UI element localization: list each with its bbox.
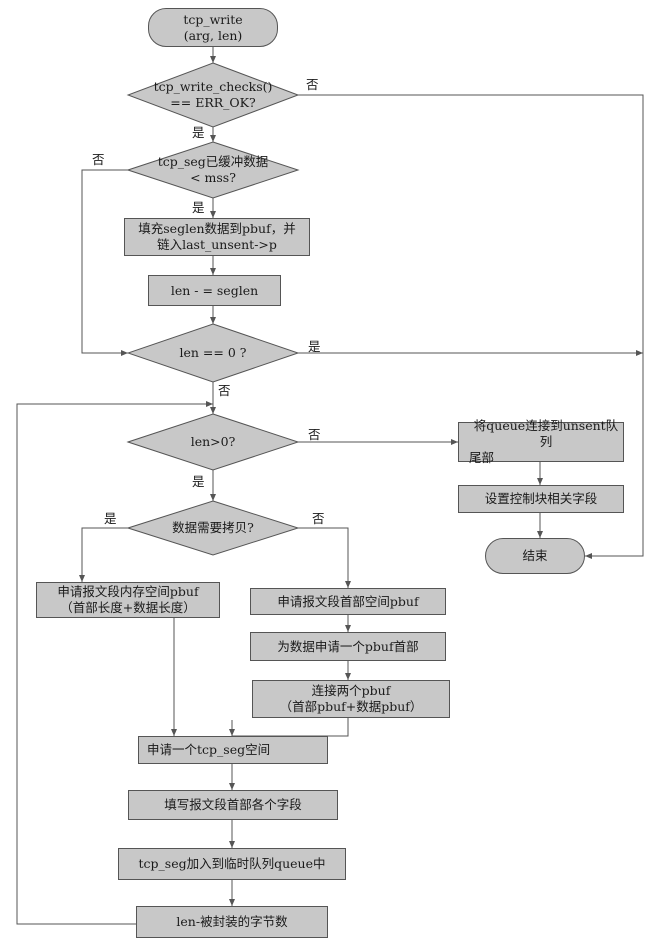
set-fields-line-1: 设置控制块相关字段: [484, 491, 598, 506]
seg-buffered-text: tcp_seg已缓冲数据 < mss?: [138, 153, 288, 187]
alloc-header-line-1: 申请报文段首部空间pbuf: [277, 593, 419, 609]
label-no-check-ok: 否: [306, 77, 319, 92]
alloc-seg-line-1: 申请一个tcp_seg空间: [147, 742, 271, 757]
end-line-1: 结束: [522, 548, 548, 563]
len-minus-seglen-line-1: len - = seglen: [170, 282, 259, 298]
len-minus-bytes-box: len-被封装的字节数: [136, 906, 328, 938]
fill-header-box: 填写报文段首部各个字段: [128, 790, 338, 820]
label-yes-need-copy: 是: [104, 511, 117, 526]
fill-header-line-1: 填写报文段首部各个字段: [164, 797, 302, 812]
len-minus-bytes-line-1: len-被封装的字节数: [176, 914, 288, 929]
concat-pbuf-line-2: （首部pbuf+数据pbuf）: [279, 699, 423, 714]
link-queue-line-2: 尾部: [469, 450, 495, 465]
end-terminal: 结束: [485, 538, 585, 574]
start-terminal: tcp_write (arg, len): [148, 8, 278, 47]
check-ok-line-2: == ERR_OK?: [170, 95, 256, 110]
seg-buffered-line-2: < mss?: [190, 170, 236, 185]
len-gt0-line-1: len>0?: [190, 434, 236, 449]
set-fields-box: 设置控制块相关字段: [458, 485, 624, 513]
alloc-full-line-2: （首部长度+数据长度）: [60, 600, 196, 615]
add-queue-line-1: tcp_seg加入到临时队列queue中: [138, 856, 326, 871]
connector-lines: [16, 47, 644, 925]
len-zero-line-1: len == 0 ?: [179, 345, 247, 360]
start-line-1: tcp_write: [183, 11, 243, 27]
len-zero-text: len == 0 ?: [138, 343, 288, 363]
need-copy-text: 数据需要拷贝?: [138, 518, 288, 538]
add-queue-box: tcp_seg加入到临时队列queue中: [118, 848, 346, 880]
alloc-data-header-box: 为数据申请一个pbuf首部: [250, 632, 446, 661]
fill-seglen-line-2: 链入last_unsent->p: [157, 237, 277, 252]
fill-seglen-box: 填充seglen数据到pbuf，并 链入last_unsent->p: [124, 218, 310, 256]
check-ok-text: tcp_write_checks() == ERR_OK?: [138, 78, 288, 112]
fill-seglen-line-1: 填充seglen数据到pbuf，并: [138, 221, 296, 236]
label-yes-check-ok: 是: [192, 125, 205, 140]
label-yes-len-gt0: 是: [192, 474, 205, 489]
label-yes-seg-buffered: 是: [192, 200, 205, 215]
concat-pbuf-line-1: 连接两个pbuf: [311, 683, 391, 698]
alloc-full-box: 申请报文段内存空间pbuf （首部长度+数据长度）: [36, 582, 220, 618]
decision-diamond-need-copy: [126, 500, 300, 556]
seg-buffered-line-1: tcp_seg已缓冲数据: [157, 154, 269, 169]
label-yes-len-zero: 是: [308, 339, 321, 354]
alloc-header-box: 申请报文段首部空间pbuf: [250, 588, 446, 615]
concat-pbuf-box: 连接两个pbuf （首部pbuf+数据pbuf）: [252, 680, 450, 718]
need-copy-line-1: 数据需要拷贝?: [172, 520, 254, 535]
alloc-full-line-1: 申请报文段内存空间pbuf: [57, 584, 199, 599]
label-no-need-copy: 否: [312, 511, 325, 526]
link-queue-box: 将queue连接到unsent队列 尾部: [458, 418, 624, 465]
check-ok-line-1: tcp_write_checks(): [153, 79, 273, 94]
alloc-data-header-line-1: 为数据申请一个pbuf首部: [277, 638, 419, 654]
len-minus-seglen-box: len - = seglen: [148, 275, 281, 306]
label-no-seg-buffered: 否: [92, 152, 105, 167]
link-queue-line-1: 将queue连接到unsent队列: [473, 418, 619, 449]
alloc-seg-box: 申请一个tcp_seg空间: [138, 736, 328, 764]
len-gt0-text: len>0?: [138, 432, 288, 452]
start-line-2: (arg, len): [183, 27, 243, 43]
label-no-len-gt0: 否: [308, 427, 321, 442]
label-no-len-zero: 否: [218, 383, 231, 398]
